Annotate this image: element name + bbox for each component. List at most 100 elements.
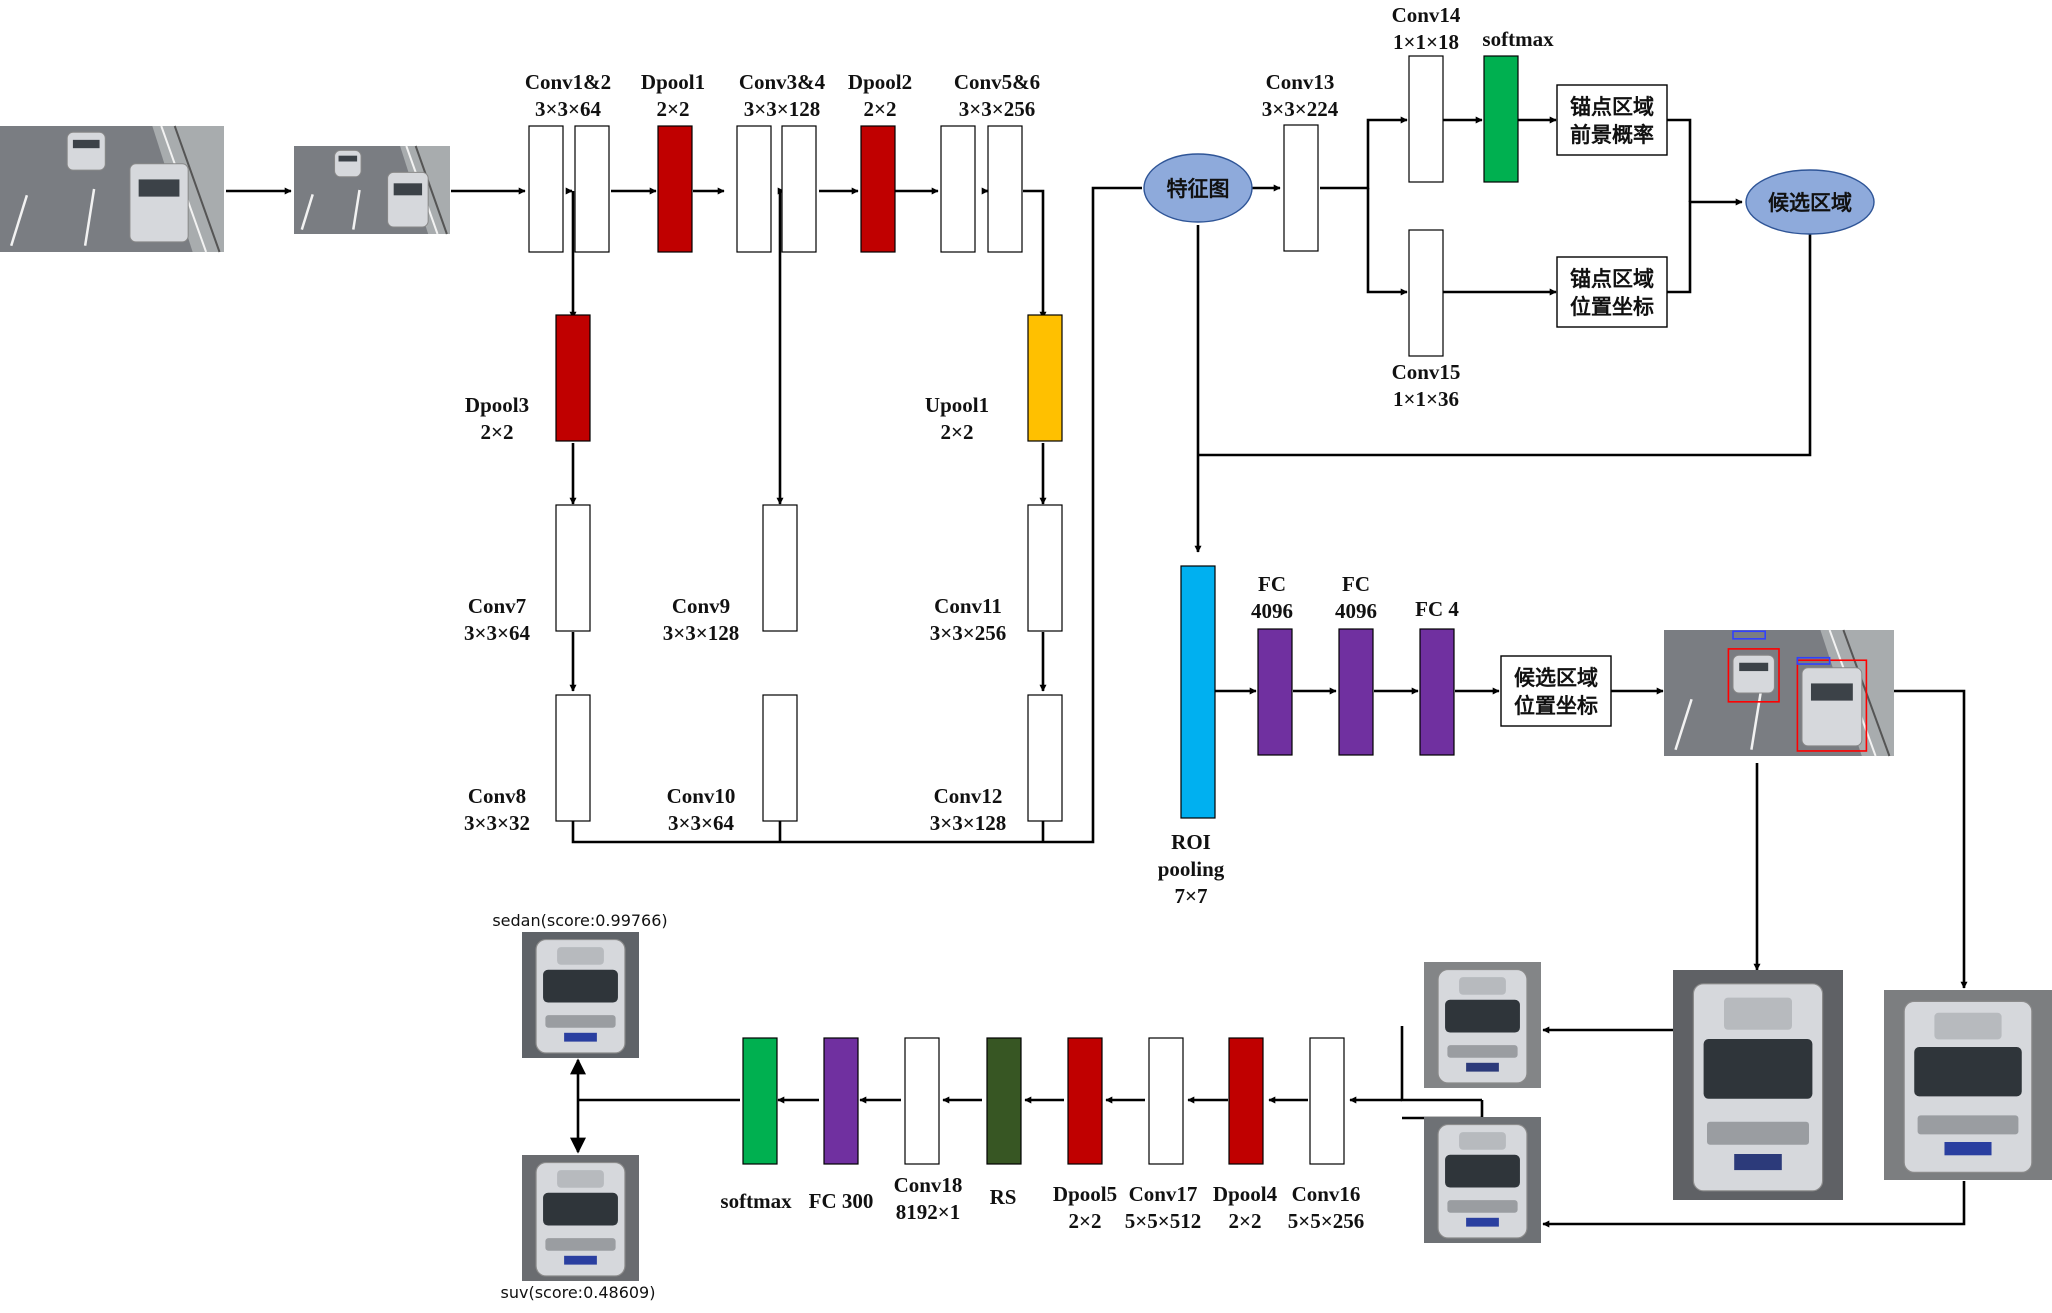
proposal-ellipse bbox=[1745, 169, 1875, 235]
feature-map-ellipse-label: 特征图 bbox=[1167, 177, 1230, 201]
dpool5-label-2: 2×2 bbox=[1069, 1209, 1102, 1233]
conv16-label-2: 5×5×256 bbox=[1288, 1209, 1364, 1233]
dpool1-block bbox=[657, 125, 693, 253]
photos bbox=[0, 125, 2052, 1281]
softmax-top-block bbox=[1483, 55, 1519, 183]
softmax-bottom-label-1: softmax bbox=[720, 1189, 792, 1213]
connector-22 bbox=[1366, 188, 1408, 296]
anchor-fg-box bbox=[1556, 84, 1668, 156]
anchor-pos-box-label-1: 锚点区域 bbox=[1570, 267, 1654, 291]
roi-label-3: 7×7 bbox=[1175, 884, 1208, 908]
roi-pooling-block bbox=[1180, 565, 1216, 819]
suv-result bbox=[522, 1155, 639, 1281]
conv14-block bbox=[1408, 55, 1444, 183]
conv3-4-label-2: 3×3×128 bbox=[744, 97, 820, 121]
fc300-label-1: FC 300 bbox=[809, 1189, 874, 1213]
conv14-label-1: Conv14 bbox=[1392, 3, 1461, 27]
conv7-block bbox=[555, 504, 591, 632]
dpool3-label-2: 2×2 bbox=[481, 420, 514, 444]
proposal-pos-box bbox=[1500, 655, 1612, 727]
connector-17 bbox=[571, 186, 1142, 844]
feature-map-ellipse bbox=[1143, 153, 1253, 223]
conv18-block bbox=[904, 1037, 940, 1165]
conv10-label-1: Conv10 bbox=[667, 784, 736, 808]
anchor-pos-box-label-2: 位置坐标 bbox=[1570, 295, 1654, 319]
conv17-label-1: Conv17 bbox=[1129, 1182, 1198, 1206]
dpool1-label-1: Dpool1 bbox=[641, 70, 705, 94]
roi-label-2: pooling bbox=[1158, 857, 1225, 881]
conv1-2-label-1: Conv1&2 bbox=[525, 70, 611, 94]
conv7-label-1: Conv7 bbox=[468, 594, 526, 618]
dpool3-label-1: Dpool3 bbox=[465, 393, 529, 417]
suv-crop-small bbox=[1424, 962, 1541, 1088]
dpool4-block bbox=[1228, 1037, 1264, 1165]
dpool1-label-2: 2×2 bbox=[657, 97, 690, 121]
conv15-block bbox=[1408, 229, 1444, 357]
conv6-block bbox=[987, 125, 1023, 253]
conv1-block bbox=[528, 125, 564, 253]
conv17-block bbox=[1148, 1037, 1184, 1165]
sedan-score: sedan(score:0.99766) bbox=[492, 911, 667, 930]
conv10-label-2: 3×3×64 bbox=[668, 811, 734, 835]
proposal-ellipse-label: 候选区域 bbox=[1768, 191, 1852, 215]
dpool5-label-1: Dpool5 bbox=[1053, 1182, 1117, 1206]
conv13-label-1: Conv13 bbox=[1266, 70, 1335, 94]
upool1-label-2: 2×2 bbox=[941, 420, 974, 444]
conv5-block bbox=[940, 125, 976, 253]
suv-crop-large bbox=[1673, 970, 1843, 1200]
roi-label-1: ROI bbox=[1171, 830, 1211, 854]
conv2-block bbox=[574, 125, 610, 253]
conv8-label-2: 3×3×32 bbox=[464, 811, 530, 835]
conv12-block bbox=[1027, 694, 1063, 822]
dpool2-label-1: Dpool2 bbox=[848, 70, 912, 94]
conv9-label-2: 3×3×128 bbox=[663, 621, 739, 645]
anchor-fg-box-label-2: 前景概率 bbox=[1570, 123, 1654, 147]
conv10-block bbox=[762, 694, 798, 822]
fc3-block bbox=[1419, 628, 1455, 756]
dpool2-block bbox=[860, 125, 896, 253]
input-image-small bbox=[294, 145, 450, 235]
conv8-block bbox=[555, 694, 591, 822]
dpool4-label-2: 2×2 bbox=[1229, 1209, 1262, 1233]
anchor-fg-box-label-1: 锚点区域 bbox=[1570, 95, 1654, 119]
conv13-block bbox=[1283, 124, 1319, 252]
conv15-label-2: 1×1×36 bbox=[1393, 387, 1459, 411]
dpool4-label-1: Dpool4 bbox=[1213, 1182, 1278, 1206]
rs-label-1: RS bbox=[990, 1185, 1017, 1209]
proposal-pos-box-label-2: 位置坐标 bbox=[1514, 694, 1598, 718]
fc300-block bbox=[823, 1037, 859, 1165]
conv13-label-2: 3×3×224 bbox=[1262, 97, 1339, 121]
conv18-label-1: Conv18 bbox=[894, 1173, 963, 1197]
layer-blocks bbox=[528, 55, 1875, 1165]
conv16-block bbox=[1309, 1037, 1345, 1165]
input-image-large bbox=[0, 125, 224, 253]
conv12-label-2: 3×3×128 bbox=[930, 811, 1006, 835]
connector-40 bbox=[1402, 1100, 1484, 1120]
proposal-pos-box-label-1: 候选区域 bbox=[1514, 666, 1598, 690]
suv-score: suv(score:0.48609) bbox=[501, 1283, 656, 1302]
sedan-result bbox=[522, 932, 639, 1058]
fc1-block bbox=[1257, 628, 1293, 756]
detection-image bbox=[1664, 629, 1894, 757]
fc2-label-2: 4096 bbox=[1335, 599, 1377, 623]
rs-block bbox=[986, 1037, 1022, 1165]
labels: 特征图候选区域锚点区域前景概率锚点区域位置坐标候选区域位置坐标Conv1&23×… bbox=[464, 3, 1852, 1302]
connector-29 bbox=[1198, 233, 1812, 457]
conv18-label-2: 8192×1 bbox=[896, 1200, 960, 1224]
connector-21 bbox=[1320, 116, 1408, 190]
fc3-label-1: FC 4 bbox=[1415, 597, 1459, 621]
connector-14 bbox=[1023, 189, 1047, 319]
sedan-crop-small bbox=[1424, 1117, 1541, 1243]
conv7-label-2: 3×3×64 bbox=[464, 621, 530, 645]
connector-lines bbox=[226, 116, 1968, 1228]
fc2-label-1: FC bbox=[1342, 572, 1370, 596]
conv3-block bbox=[736, 125, 772, 253]
fc1-label-2: 4096 bbox=[1251, 599, 1293, 623]
conv9-block bbox=[762, 504, 798, 632]
conv11-label-2: 3×3×256 bbox=[930, 621, 1006, 645]
conv3-4-label-1: Conv3&4 bbox=[739, 70, 826, 94]
conv11-block bbox=[1027, 504, 1063, 632]
conv5-6-label-2: 3×3×256 bbox=[959, 97, 1035, 121]
conv11-label-1: Conv11 bbox=[934, 594, 1002, 618]
